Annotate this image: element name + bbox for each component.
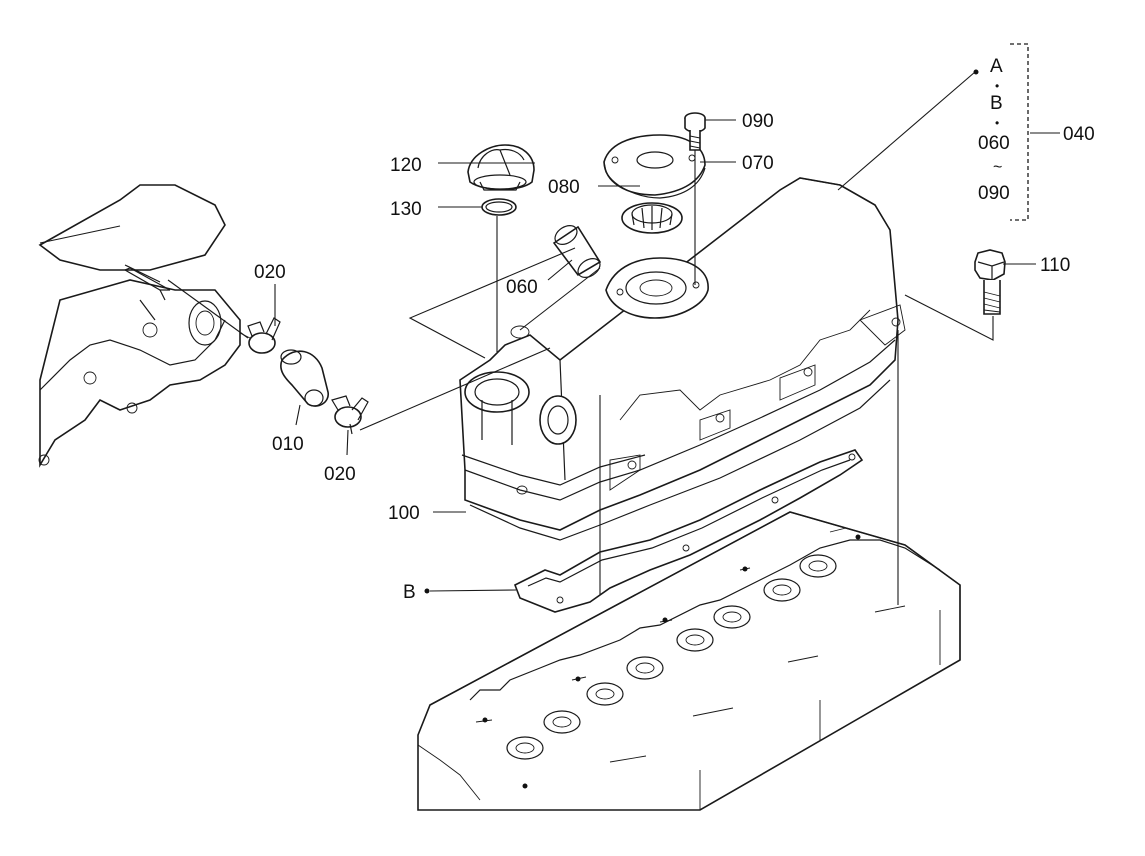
callout-leaders xyxy=(274,43,1060,594)
head-port-holes xyxy=(506,554,837,760)
label-040: 040 xyxy=(1063,124,1095,145)
label-020-top: 020 xyxy=(254,262,286,283)
label-080: 080 xyxy=(548,177,580,198)
label-020-bottom: 020 xyxy=(324,464,356,485)
head-marks xyxy=(475,527,906,789)
label-110: 110 xyxy=(1040,255,1070,276)
label-060: 060 xyxy=(506,277,538,298)
o-ring-130 xyxy=(481,198,517,216)
label-130: 130 xyxy=(390,199,422,220)
head-cover-gasket xyxy=(513,449,864,613)
breather-valve-080 xyxy=(621,202,683,234)
group-040-dot1: • xyxy=(995,79,999,93)
manifold xyxy=(38,184,241,468)
screw-090 xyxy=(684,112,706,151)
label-b-reference: B xyxy=(403,582,416,603)
group-040-b: B xyxy=(990,93,1003,114)
group-040-a: A xyxy=(990,56,1003,77)
label-120: 120 xyxy=(390,155,422,176)
assembly-lines xyxy=(39,150,994,605)
oil-filler-cap-120 xyxy=(467,144,535,191)
label-010: 010 xyxy=(272,434,304,455)
hose-clip-020-lower xyxy=(331,395,369,435)
group-040-dot2: • xyxy=(995,116,999,130)
label-100: 100 xyxy=(388,503,420,524)
breather-hose-010 xyxy=(280,349,329,407)
cylinder-head xyxy=(417,511,961,811)
breather-seat xyxy=(605,257,709,319)
group-040-090: 090 xyxy=(978,183,1010,204)
pipe-060 xyxy=(552,225,602,278)
group-040-tilde: ~ xyxy=(993,159,1002,176)
label-090: 090 xyxy=(742,111,774,132)
bolt-110 xyxy=(974,249,1006,315)
hose-clip-020-upper xyxy=(239,317,281,354)
group-040-060: 060 xyxy=(978,133,1010,154)
label-070: 070 xyxy=(742,153,774,174)
head-cover xyxy=(459,177,906,541)
callout-labels: 010 020 020 060 070 080 090 100 110 120 … xyxy=(254,56,1095,603)
breather-cover-070 xyxy=(603,134,706,199)
